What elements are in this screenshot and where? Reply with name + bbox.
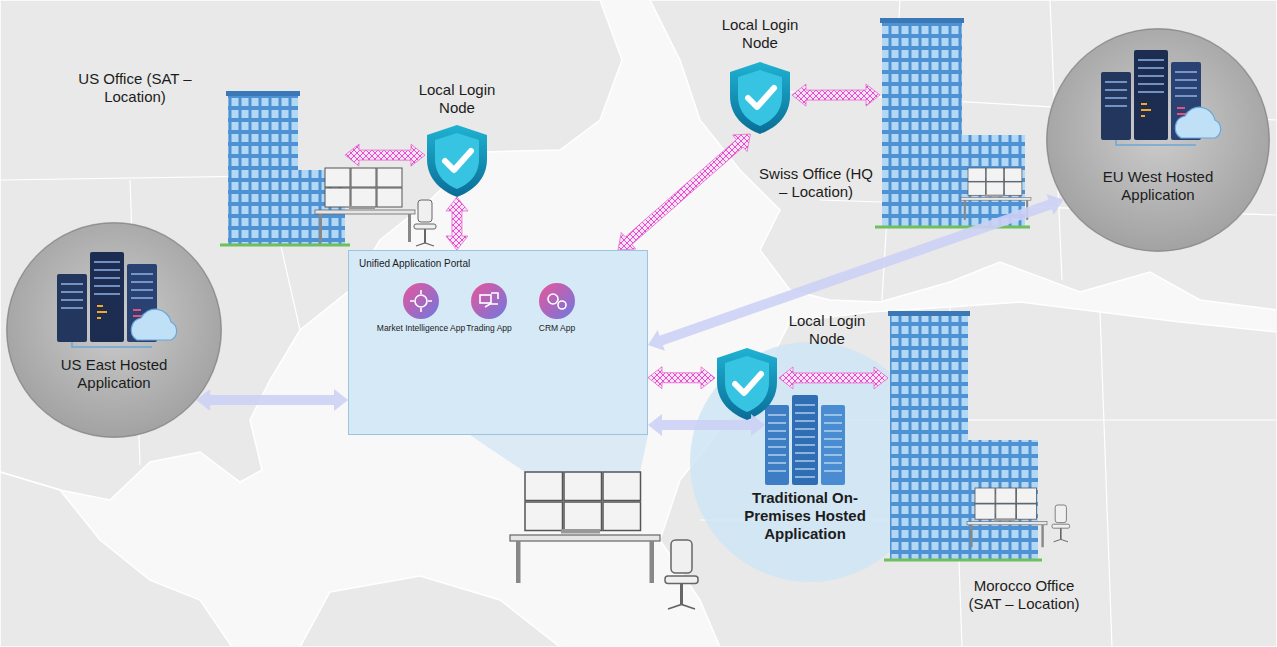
app-glyph <box>480 293 498 307</box>
office-chair <box>665 540 698 609</box>
node-label: Local Login Node <box>710 16 810 52</box>
secure-login-connector <box>779 367 888 389</box>
node-label: Unified Application Portal <box>359 258 579 270</box>
secure-login-connector <box>648 367 715 389</box>
secure-login-connector <box>618 134 750 250</box>
application-connector <box>196 389 348 411</box>
hosted-disc <box>1046 28 1270 252</box>
circle-outline <box>6 222 222 438</box>
node-label: Market Intelligence App <box>376 323 466 333</box>
office-building: Morocco Office (SAT – Location) <box>888 315 1038 560</box>
portal-box: Unified Application PortalMarket Intelli… <box>348 250 648 435</box>
circle-outline <box>7 223 221 437</box>
node-label: Swiss Office (HQ – Location) <box>756 165 876 201</box>
app-icon: Market Intelligence App <box>403 283 439 319</box>
gear-glyph <box>410 290 432 312</box>
node-label: CRM App <box>512 323 602 333</box>
login-shield <box>717 348 777 420</box>
app-glyph <box>410 290 432 312</box>
node-label: EU West Hosted Application <box>1083 168 1233 204</box>
office-building: US Office (SAT – Location) <box>225 95 345 245</box>
hosted-app-circle: EU West Hosted Application <box>1046 28 1270 252</box>
app-icon-graphic <box>403 283 439 319</box>
office-chair <box>414 200 436 246</box>
node-label: Trading App <box>444 323 534 333</box>
node-label: Local Login Node <box>407 81 507 117</box>
trading-desk <box>967 488 1047 547</box>
login-node: Local Login Node <box>728 62 792 134</box>
server-icon <box>57 252 177 347</box>
connector-group <box>196 84 1063 436</box>
ground-line <box>875 226 1030 229</box>
coin-glyph <box>548 294 558 304</box>
node-label: Local Login Node <box>781 312 873 348</box>
node-label: Morocco Office (SAT – Location) <box>958 577 1090 613</box>
trading-desk <box>510 472 660 583</box>
border-line <box>760 0 1277 300</box>
coin-glyph <box>558 301 566 309</box>
card-glyph <box>480 295 491 303</box>
building-roof <box>888 311 970 316</box>
secure-login-connector <box>792 84 880 106</box>
building-tower <box>228 95 298 245</box>
hosted-app-circle: US East Hosted Application <box>6 222 222 438</box>
gear-glyph <box>415 295 427 307</box>
login-node: Local Login Node <box>425 125 489 197</box>
ground-line <box>884 559 1042 562</box>
land-africa <box>660 302 1277 647</box>
office-chair <box>1052 505 1070 542</box>
node-label: Traditional On-Premises Hosted Applicati… <box>730 489 880 543</box>
secure-login-connector <box>345 144 425 166</box>
application-connector <box>648 414 765 436</box>
app-icon-circle <box>471 283 507 319</box>
land-europe <box>650 0 1277 310</box>
building-roof <box>226 91 300 96</box>
building-tower <box>890 315 968 560</box>
trading-desk <box>315 168 415 242</box>
swiss-building <box>875 18 1030 227</box>
land-south-america <box>300 576 560 647</box>
circle-outline <box>1046 28 1270 252</box>
secure-login-connector <box>446 197 468 250</box>
node-label: US East Hosted Application <box>39 356 189 392</box>
node-label: US Office (SAT – Location) <box>73 70 197 106</box>
app-icon-graphic <box>539 283 575 319</box>
login-shield <box>730 62 790 134</box>
office-building: Swiss Office (HQ – Location) <box>880 22 1025 227</box>
circle-outline <box>1047 29 1269 251</box>
app-icon: Trading App <box>471 283 507 319</box>
login-shield <box>427 125 487 197</box>
zoom-shade <box>470 435 648 472</box>
hand-glyph <box>485 293 498 307</box>
ground-line <box>220 244 350 247</box>
application-connector <box>648 194 1063 351</box>
on-premises-server: Traditional On-Premises Hosted Applicati… <box>765 395 845 485</box>
server-icon <box>1101 50 1221 145</box>
app-icon-circle <box>539 283 575 319</box>
app-icon-graphic <box>471 283 507 319</box>
land-central-america <box>0 472 232 647</box>
building-tower <box>882 22 962 227</box>
building-roof <box>880 18 964 23</box>
app-glyph <box>548 294 566 309</box>
app-icon-circle <box>403 283 439 319</box>
on-premises-server-icon <box>765 395 845 485</box>
hosted-disc <box>6 222 222 438</box>
login-node: Local Login Node <box>715 348 779 416</box>
app-icon: CRM App <box>539 283 575 319</box>
